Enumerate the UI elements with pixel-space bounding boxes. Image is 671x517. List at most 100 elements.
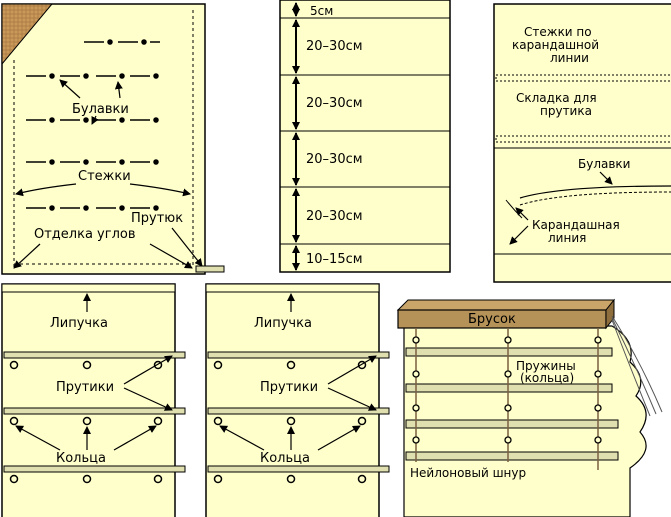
pull-cords [611,315,663,417]
ring [504,404,512,412]
ring [594,436,602,444]
rings-label: Кольца [56,451,106,466]
rod [405,383,613,393]
rod [207,465,390,473]
ring [286,416,296,426]
ring [9,416,19,426]
fold-label-line-2: прутика [540,104,592,118]
cords [415,328,599,470]
pocket-stitch-2 [495,135,671,143]
rings [9,360,163,484]
ring [9,360,19,370]
ring [357,474,367,484]
rod [3,407,186,415]
rod [405,451,619,461]
ring [412,404,420,412]
rods-label: Прутики [56,380,114,395]
velcro-label: Липучка [254,316,312,331]
measurement-label: 10–15см [306,252,363,267]
rings-arrow [15,425,61,451]
stitch-label-line-3: линии [550,51,589,65]
velcro-strip [205,283,380,293]
rings-arrow [317,425,361,451]
ring [357,416,367,426]
ring [286,474,296,484]
rings-label: Кольца [260,451,310,466]
pocket-stitch-1 [495,74,671,82]
measurement-label: 5см [310,4,333,18]
panel-measurements: 5см 20–30см 20–30см 20–30см 20–30см 10–1… [279,0,451,273]
ring [153,416,163,426]
rod [207,407,390,415]
ring [82,474,92,484]
stitches-label: Стежки [78,169,131,184]
pin-row [26,117,159,123]
fabric-panel-2 [279,0,451,273]
rods-arrow [327,355,377,385]
panel-blind-back-2: Липучка Прутики Кольца [205,283,390,517]
pin-row [26,73,159,79]
corners-arrow-right [149,243,193,269]
ring [594,404,602,412]
ring [82,416,92,426]
fold-label-line-1: Складка для [516,91,597,105]
rods-arrow [327,387,377,411]
ring [594,336,602,344]
ring [594,370,602,378]
pins-arrow [91,115,99,125]
pins-arrow [59,79,81,99]
pin-rows [26,39,160,211]
rod [207,351,390,359]
rings-arrow [219,425,265,451]
ring [412,436,420,444]
folded-fabric-top [519,185,671,199]
springs-label-line-2: (кольца) [520,371,574,385]
rings [412,336,602,444]
rod-stick [195,265,225,273]
pencil-arrow-up [515,207,529,221]
folded-fabric-bottom [519,191,671,206]
ring [412,336,420,344]
pin-row [26,159,159,165]
panel-mounted-blind: Брусок [396,298,663,517]
measurement-label: 20–30см [306,152,363,167]
pins-label-right: Булавки [578,157,630,171]
wooden-bar-top [396,299,616,311]
pencil-label-line-1: Карандашная [532,218,620,232]
corners-arrow-left [13,243,41,269]
panel-blind-back-1: Липучка Прутики Кольца [1,283,186,517]
ring [213,416,223,426]
pencil-arrow [509,225,529,245]
corners-label: Отделка углов [34,227,136,242]
pencil-label-line-2: линия [548,231,586,245]
ring [82,360,92,370]
panel-pinning-and-stitching: Булавки Стежки Прутюк Отделка углов [1,3,225,275]
stitch-label-line-1: Стежки по [524,25,592,39]
cord-label: Нейлоновый шнур [410,466,526,480]
fabric-fold-edge [505,199,523,219]
stitches-arrow-right [129,183,191,197]
ring [153,474,163,484]
rods-arrow [123,355,173,385]
rod-label: Прутюк [131,211,183,226]
ring [213,474,223,484]
pins-label: Булавки [72,102,129,117]
folded-corner [1,3,54,66]
rings-arrow [113,425,157,451]
measurement-label: 20–30см [306,209,363,224]
measurement-label: 20–30см [306,39,363,54]
pins-arrow [114,81,123,99]
velcro-label: Липучка [50,316,108,331]
ring [504,436,512,444]
rods-label: Прутики [260,380,318,395]
wooden-bar-side [605,298,615,330]
bar-label: Брусок [468,312,516,327]
velcro-strip [1,283,176,293]
pin-row [84,39,160,45]
ring [213,360,223,370]
rod [3,465,186,473]
ring [412,370,420,378]
cord-label-box [408,462,564,482]
stitches-arrow-left [15,183,77,197]
